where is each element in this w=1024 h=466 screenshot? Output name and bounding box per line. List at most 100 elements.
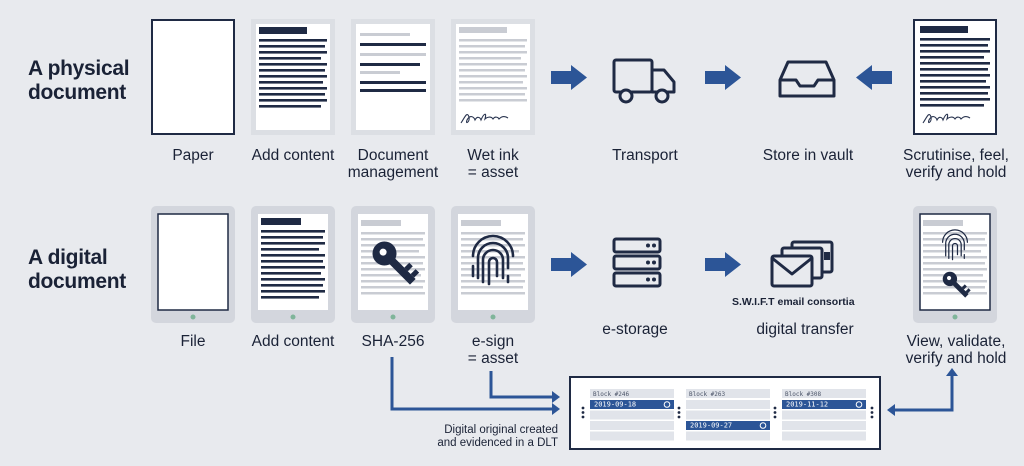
block-date: 2019-09-18: [594, 401, 636, 409]
chain-dot: [870, 415, 874, 419]
label-view-validate-line1: View, validate,: [906, 333, 1006, 350]
digital-title-line1: A digital: [28, 246, 108, 269]
label-store-in-vault: Store in vault: [762, 147, 854, 164]
label-e-sign-line2: = asset: [467, 350, 519, 367]
block-row: [590, 421, 674, 430]
fingerprint-icon: [941, 229, 969, 261]
block-row-highlight: [590, 400, 674, 409]
label-scrutinise: Scrutinise, feel, verify and hold: [892, 147, 1020, 181]
chain-dot: [581, 415, 585, 419]
block-row: [590, 431, 674, 441]
arrow-right-icon: [551, 65, 587, 90]
content-tablet-icon: [251, 206, 335, 323]
label-e-sign-line1: e-sign: [471, 333, 515, 350]
chain-dot: [677, 415, 681, 419]
final-physical-document-icon: [913, 19, 997, 135]
physical-title-line1: A physical: [28, 57, 130, 80]
arrow-right-icon: [551, 252, 587, 277]
signed-document-icon: [451, 19, 535, 135]
label-wet-ink: Wet ink = asset: [443, 147, 543, 181]
block-date: 2019-11-12: [786, 401, 828, 409]
label-wet-ink-line2: = asset: [467, 164, 519, 181]
physical-title-line2: document: [28, 81, 126, 104]
chain-link-dots: [870, 406, 874, 419]
label-e-sign: e-sign = asset: [443, 333, 543, 367]
chain-dot: [677, 406, 681, 410]
fingerprint-tablet-icon: [451, 206, 535, 323]
arrowhead-right-icon: [552, 403, 560, 415]
block-title: Block #308: [785, 391, 822, 398]
inbox-tray-icon: [778, 60, 836, 98]
arrow-right-icon: [705, 65, 741, 90]
managed-document-icon: [351, 19, 435, 135]
final-digital-tablet-icon: [913, 206, 997, 323]
swift-consortia-label: S.W.I.F.T email consortia: [732, 296, 855, 308]
blockchain-block: Block #246 2019-09-18: [590, 389, 674, 441]
fingerprint-mini-icon: [759, 422, 767, 429]
chain-dot: [773, 406, 777, 410]
chain-dot: [581, 406, 585, 410]
key-tablet-icon: [351, 206, 435, 323]
fingerprint-icon: [471, 234, 515, 286]
label-add-content-digital: Add content: [251, 333, 335, 350]
chain-dot: [581, 411, 585, 414]
key-icon: [372, 241, 420, 285]
connector-lines: [390, 357, 954, 412]
blockchain-block: Block #308 2019-11-12: [782, 389, 866, 441]
connector-dlt-to-view: [895, 376, 954, 412]
label-scrutinise-line1: Scrutinise, feel,: [903, 147, 1009, 164]
block-row: [782, 431, 866, 441]
arrow-left-icon: [856, 65, 892, 90]
digital-title-line2: document: [28, 270, 126, 293]
signature-scribble-icon: [922, 113, 971, 124]
truck-icon: [612, 58, 676, 104]
block-row: [782, 421, 866, 430]
block-row: [686, 410, 770, 420]
chain-link-dots: [773, 406, 777, 419]
label-file: File: [180, 333, 206, 350]
label-view-validate-line2: verify and hold: [905, 350, 1007, 367]
block-title: Block #246: [593, 391, 630, 398]
label-view-validate: View, validate, verify and hold: [892, 333, 1020, 367]
fingerprint-mini-icon: [855, 401, 863, 408]
physical-row-title: A physical document: [28, 57, 130, 105]
label-e-storage: e-storage: [602, 321, 668, 338]
fingerprint-mini-icon: [663, 401, 671, 408]
label-paper: Paper: [172, 147, 214, 164]
block-title: Block #263: [689, 391, 726, 398]
label-transport: Transport: [612, 147, 678, 164]
label-document-management-line1: Document: [357, 147, 429, 164]
label-add-content-physical: Add content: [251, 147, 335, 164]
block-row: [686, 431, 770, 441]
connector-sha-to-dlt: [390, 357, 552, 411]
block-header: [686, 389, 770, 398]
arrowhead-left-icon: [887, 404, 895, 416]
dlt-note-line1: Digital original created: [444, 424, 558, 436]
chain-dot: [870, 406, 874, 410]
blank-paper-icon: [151, 19, 235, 135]
block-row: [590, 410, 674, 420]
chain-dot: [773, 415, 777, 419]
server-storage-icon: [612, 237, 662, 288]
block-row: [782, 410, 866, 420]
arrowhead-up-icon: [946, 368, 958, 376]
label-digital-transfer: digital transfer: [756, 321, 854, 338]
digital-row-title: A digital document: [28, 246, 126, 294]
dlt-note-line2: and evidenced in a DLT: [437, 437, 558, 449]
chain-link-dots: [677, 406, 681, 419]
label-document-management: Document management: [336, 147, 450, 181]
arrow-right-icon: [705, 252, 741, 277]
chain-dot: [870, 411, 874, 414]
label-document-management-line2: management: [347, 164, 439, 181]
block-row-highlight: [782, 400, 866, 409]
signature-scribble-icon: [460, 113, 509, 124]
label-sha-256: SHA-256: [361, 333, 425, 350]
label-scrutinise-line2: verify and hold: [905, 164, 1007, 181]
block-row: [686, 400, 770, 409]
connector-esign-to-dlt: [489, 371, 552, 399]
block-header: [590, 389, 674, 398]
label-wet-ink-line1: Wet ink: [467, 147, 519, 164]
blank-tablet-icon: [151, 206, 235, 323]
